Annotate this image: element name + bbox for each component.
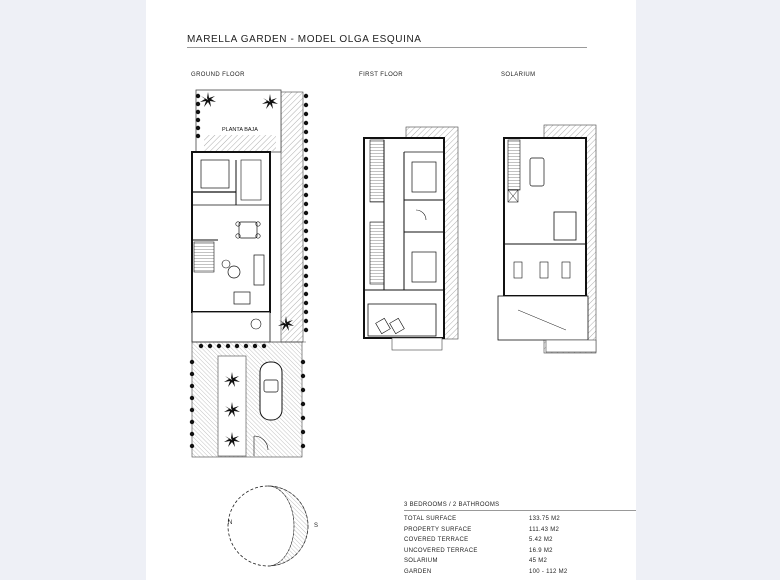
document-title: MARELLA GARDEN - MODEL OLGA ESQUINA — [187, 34, 422, 45]
spec-value: 111.43 M2 — [529, 526, 560, 533]
spec-label: SOLARIUM — [404, 558, 438, 564]
sun-path-diagram — [227, 485, 309, 567]
solarium-label: SOLARIUM — [501, 72, 536, 78]
spec-row: SOLARIUM 45 M2 — [404, 558, 636, 569]
spec-label: GARDEN — [404, 568, 432, 575]
ground-floor-label: GROUND FLOOR — [191, 72, 245, 78]
spec-label: UNCOVERED TERRACE — [404, 547, 478, 554]
spec-value: 45 M2 — [529, 558, 548, 564]
spec-row: TOTAL SURFACE 133.75 M2 — [404, 516, 636, 527]
floor-plans: PLANTA BAJA — [189, 89, 597, 567]
title-divider — [187, 47, 587, 48]
spec-label: TOTAL SURFACE — [404, 516, 457, 522]
compass-north-label: N — [228, 520, 233, 526]
spec-row: COVERED TERRACE 5.42 M2 — [404, 537, 636, 548]
document-sheet: MARELLA GARDEN - MODEL OLGA ESQUINA GROU… — [146, 0, 636, 580]
spec-value: 16.9 M2 — [529, 547, 553, 554]
planta-baja-label: PLANTA BAJA — [222, 127, 258, 133]
specs-header: 3 BEDROOMS / 2 BATHROOMS — [404, 502, 500, 508]
first-floor-label: FIRST FLOOR — [359, 72, 403, 78]
ground-floor-plan: PLANTA BAJA — [189, 89, 309, 458]
first-floor-plan — [363, 126, 459, 351]
compass-south-label: S — [314, 523, 319, 529]
spec-label: PROPERTY SURFACE — [404, 526, 472, 533]
specs-table: 3 BEDROOMS / 2 BATHROOMS TOTAL SURFACE 1… — [404, 502, 636, 579]
spec-label: COVERED TERRACE — [404, 537, 469, 543]
spec-row: PROPERTY SURFACE 111.43 M2 — [404, 527, 636, 538]
solarium-plan — [497, 124, 597, 354]
spec-row: GARDEN 100 - 112 M2 — [404, 569, 636, 580]
spec-value: 5.42 M2 — [529, 537, 553, 543]
spec-row: UNCOVERED TERRACE 16.9 M2 — [404, 548, 636, 559]
spec-value: 133.75 M2 — [529, 516, 561, 522]
spec-value: 100 - 112 M2 — [529, 568, 568, 575]
specs-divider — [404, 510, 636, 511]
